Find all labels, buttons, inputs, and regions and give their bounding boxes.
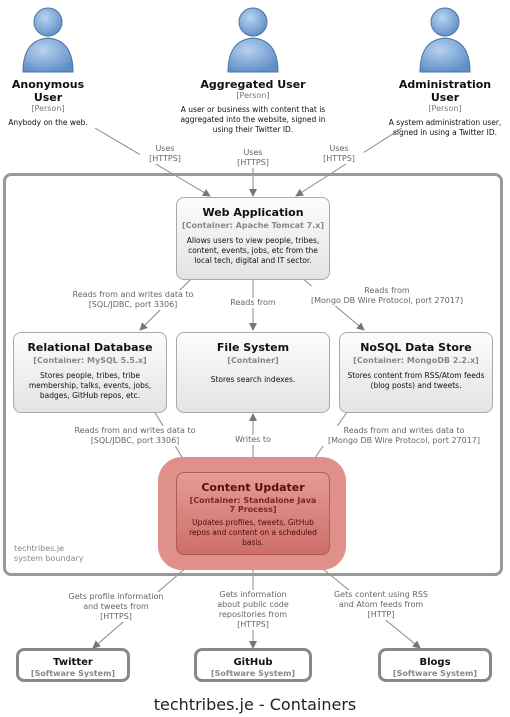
external-twitter: Twitter [Software System] xyxy=(16,648,130,682)
person-name: Aggregated User xyxy=(200,78,306,91)
container-tag: [Container] xyxy=(227,356,279,365)
container-tag: [Container: Apache Tomcat 7.x] xyxy=(181,221,325,230)
person-icon xyxy=(227,7,279,73)
container-desc: Stores content from RSS/Atom feeds (blog… xyxy=(347,371,485,390)
external-title: Twitter xyxy=(53,657,93,668)
container-tag: [Container: MongoDB 2.2.x] xyxy=(353,356,479,365)
person-name: Administration User xyxy=(398,78,492,104)
container-web-application: Web Application [Container: Apache Tomca… xyxy=(176,197,330,280)
edge-label-upd-nosql: Reads from and writes data to[Mongo DB W… xyxy=(316,426,492,446)
person-desc: A user or business with content that is … xyxy=(180,105,326,134)
edge-label-anon: Uses[HTTPS] xyxy=(140,144,190,164)
container-title: File System xyxy=(216,341,290,354)
container-desc: Updates profiles, tweets, GitHub repos a… xyxy=(189,518,317,547)
container-nosql-data-store: NoSQL Data Store [Container: MongoDB 2.2… xyxy=(339,332,493,413)
container-desc: Stores search indexes. xyxy=(210,375,296,384)
container-title: Relational Database xyxy=(27,341,153,354)
external-title: GitHub xyxy=(233,657,273,668)
person-desc: Anybody on the web. xyxy=(8,118,88,127)
edge-label-web-nosql: Reads from[Mongo DB Wire Protocol, port … xyxy=(308,286,466,306)
container-content-updater: Content Updater [Container: Standalone J… xyxy=(176,472,330,555)
person-administration: Administration User [Person] A system ad… xyxy=(384,4,506,138)
person-desc: A system administration user, signed in … xyxy=(388,118,502,137)
external-title: Blogs xyxy=(419,657,451,668)
person-name: Anonymous User xyxy=(11,78,85,104)
container-relational-database: Relational Database [Container: MySQL 5.… xyxy=(13,332,167,413)
external-tag: [Software System] xyxy=(210,669,296,678)
container-desc: Allows users to view people, tribes, con… xyxy=(186,236,320,265)
external-github: GitHub [Software System] xyxy=(194,648,312,682)
external-blogs: Blogs [Software System] xyxy=(378,648,492,682)
external-tag: [Software System] xyxy=(392,669,478,678)
edge-label-upd-rdb: Reads from and writes data to[SQL/JDBC, … xyxy=(55,426,215,446)
person-icon xyxy=(419,7,471,73)
edge-label-agg: Uses[HTTPS] xyxy=(228,148,278,168)
edge-label-upd-fs: Writes to xyxy=(226,435,280,445)
container-file-system: File System [Container] Stores search in… xyxy=(176,332,330,413)
container-tag: [Container: MySQL 5.5.x] xyxy=(33,356,147,365)
diagram-caption: techtribes.je - Containers xyxy=(153,695,357,714)
person-icon xyxy=(22,7,74,73)
person-tag: [Person] xyxy=(31,104,65,113)
container-desc: Stores people, tribes, tribe membership,… xyxy=(28,371,152,400)
person-aggregated: Aggregated User [Person] A user or busin… xyxy=(180,4,326,135)
container-tag: [Container: Standalone Java 7 Process] xyxy=(189,496,317,514)
container-title: Content Updater xyxy=(201,481,305,494)
external-tag: [Software System] xyxy=(30,669,116,678)
edge-label-admin: Uses[HTTPS] xyxy=(314,144,364,164)
container-title: Web Application xyxy=(202,206,304,219)
person-tag: [Person] xyxy=(236,91,270,100)
person-tag: [Person] xyxy=(428,104,462,113)
edge-label-web-rdb: Reads from and writes data to[SQL/JDBC, … xyxy=(58,290,208,310)
edge-label-web-fs: Reads from xyxy=(224,298,282,308)
container-title: NoSQL Data Store xyxy=(360,341,472,354)
person-anonymous: Anonymous User [Person] Anybody on the w… xyxy=(0,4,96,128)
